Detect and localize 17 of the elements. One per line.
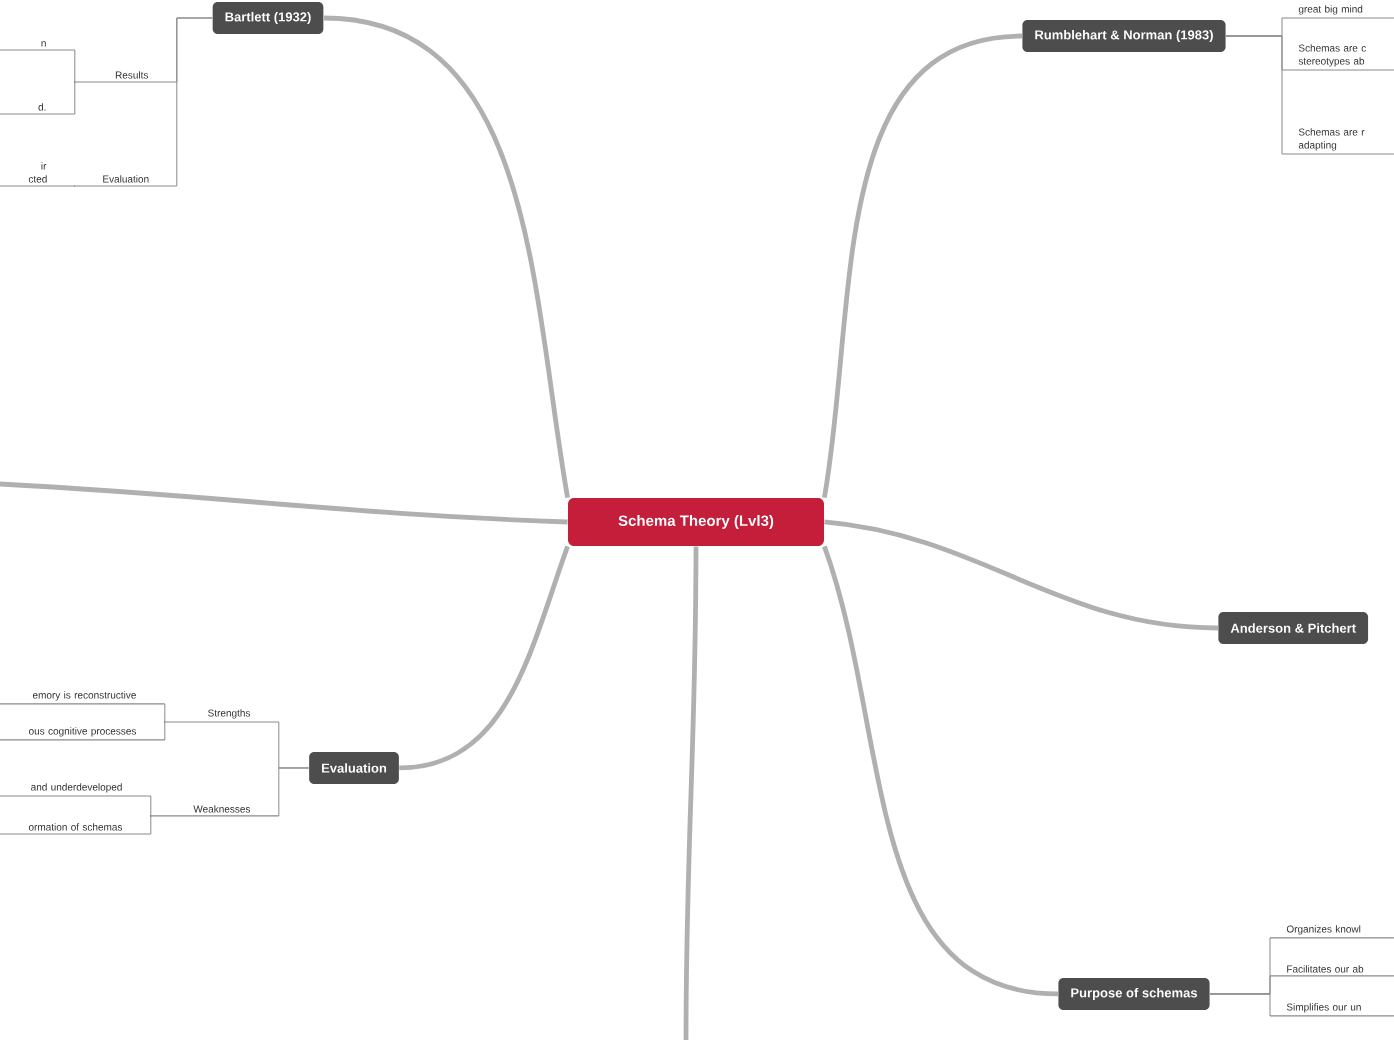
connector-line	[1225, 35, 1283, 155]
connector-line	[163, 721, 166, 741]
branch-line	[0, 481, 568, 525]
connector-line	[176, 17, 213, 187]
connector-line	[278, 767, 310, 817]
connector-line	[73, 49, 76, 83]
connector-line	[149, 795, 152, 817]
branch-line	[323, 15, 570, 498]
connector-line	[1209, 993, 1271, 1017]
branch-line	[824, 519, 1219, 631]
connector-line	[163, 703, 166, 723]
connector-line	[149, 815, 152, 835]
branch-line	[399, 545, 570, 771]
branch-line	[822, 545, 1059, 997]
branch-line	[822, 33, 1023, 498]
branch-line	[683, 546, 699, 1040]
connector-line	[73, 81, 76, 115]
